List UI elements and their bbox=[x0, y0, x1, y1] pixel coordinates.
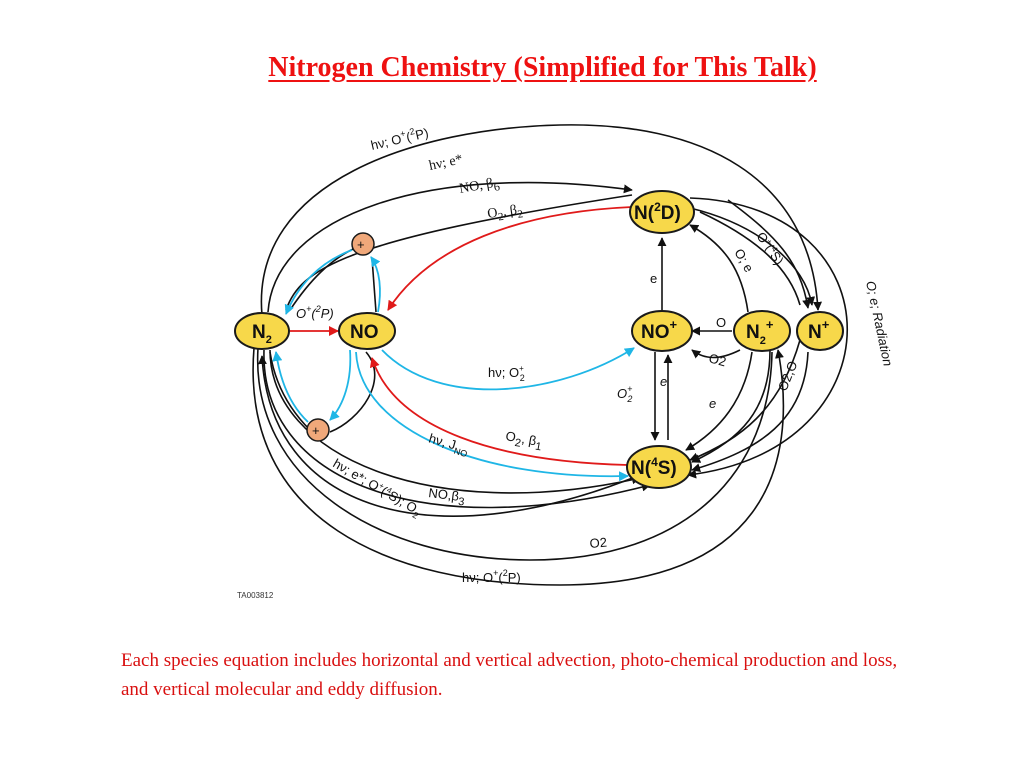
arc-n2-to-n4s-no bbox=[269, 349, 641, 494]
svg-text:NO+: NO+ bbox=[641, 317, 678, 343]
arc-n2-to-n2d bbox=[267, 181, 633, 313]
label-e-italic2: e bbox=[709, 396, 716, 411]
cyan-arrow-no-to-plus bbox=[370, 256, 381, 313]
figure-id: TA003812 bbox=[237, 591, 274, 600]
label-o2-small: O2 bbox=[707, 350, 728, 369]
svg-text:+: + bbox=[357, 237, 365, 252]
label-oplus-2p-left: O+(2P) bbox=[296, 304, 334, 321]
node-n4s: N(4S) bbox=[626, 445, 692, 489]
cyan-arrow-plus-to-n2-bottom bbox=[272, 351, 309, 423]
label-no-beta3: NO,β3 bbox=[427, 485, 466, 508]
label-hv-o2p-top: hν; O+(2P) bbox=[369, 123, 430, 153]
node-n2d: N(2D) bbox=[629, 190, 695, 234]
plus-ion-top: + bbox=[351, 232, 375, 256]
svg-text:+: + bbox=[312, 423, 320, 438]
label-hv-o2p-bottom: hν; O+(2P) bbox=[462, 568, 521, 585]
cyan-arrow-no-to-n4s bbox=[355, 351, 629, 482]
node-noplus: NO+ bbox=[631, 310, 693, 352]
label-o2-beta1: O2, β1 bbox=[504, 428, 544, 453]
node-no: NO bbox=[338, 312, 396, 350]
page-title: Nitrogen Chemistry (Simplified for This … bbox=[268, 52, 817, 83]
label-e-italic1: e bbox=[660, 374, 667, 389]
label-o-e-radiation: O; e; Radiation bbox=[863, 280, 896, 368]
red-arrow-n4s-to-no bbox=[369, 357, 629, 466]
label-o2plus-vertical: O+2 bbox=[617, 384, 632, 404]
arc-n2plus-to-n4s bbox=[685, 351, 753, 451]
label-hv-e-o4s-o2: hν; e*; O+(4S); O2 bbox=[329, 456, 424, 521]
cyan-arrow-plus-to-n2 bbox=[284, 249, 353, 315]
arc-n2plus-to-nplus bbox=[727, 199, 812, 309]
label-o-small: O bbox=[716, 315, 726, 330]
cyan-arrow-no-to-plus-bottom bbox=[329, 349, 352, 421]
arc-n2-to-nplus-top bbox=[260, 124, 823, 316]
plus-ion-bottom: + bbox=[306, 418, 330, 442]
label-hv-jno: hν, JNO bbox=[426, 430, 470, 459]
arc-n4s-to-n2 bbox=[257, 355, 641, 517]
label-o2-bottom: O2 bbox=[589, 535, 608, 551]
label-o2-beta2: O2, β2 bbox=[486, 202, 523, 225]
svg-text:N+: N+ bbox=[808, 317, 830, 343]
label-hv-e-top: hν; e* bbox=[428, 152, 464, 174]
label-hv-o2plus: hν; O+2 bbox=[488, 364, 525, 383]
label-o2-o: O2,O bbox=[775, 359, 801, 393]
svg-text:N(4S): N(4S) bbox=[631, 455, 677, 479]
caption: Each species equation includes horizonta… bbox=[121, 650, 898, 700]
svg-text:NO: NO bbox=[350, 322, 379, 343]
svg-text:N2+: N2+ bbox=[746, 317, 774, 347]
arc-bottom-outer bbox=[252, 347, 785, 586]
label-no-beta6: NO, β6 bbox=[458, 175, 501, 200]
red-arrow-n2d-to-no bbox=[387, 206, 633, 311]
svg-text:N2: N2 bbox=[252, 322, 272, 346]
arc-n2plus-to-n2d bbox=[689, 224, 749, 313]
label-e-vertical: e bbox=[650, 271, 657, 286]
svg-text:N(2D): N(2D) bbox=[634, 200, 681, 224]
node-n2plus: N2+ bbox=[733, 310, 791, 352]
cyan-arrow-no-to-noplus bbox=[381, 347, 635, 391]
arc-n2d-to-n4s-radiation bbox=[687, 197, 849, 479]
nitrogen-chemistry-diagram: N2 NO N(2D) NO+ N2+ N+ N(4S) + + hν; O+(… bbox=[234, 123, 896, 600]
arc-nplus-to-n4s bbox=[691, 351, 809, 473]
node-nplus: N+ bbox=[796, 311, 844, 351]
node-n2: N2 bbox=[234, 312, 290, 350]
